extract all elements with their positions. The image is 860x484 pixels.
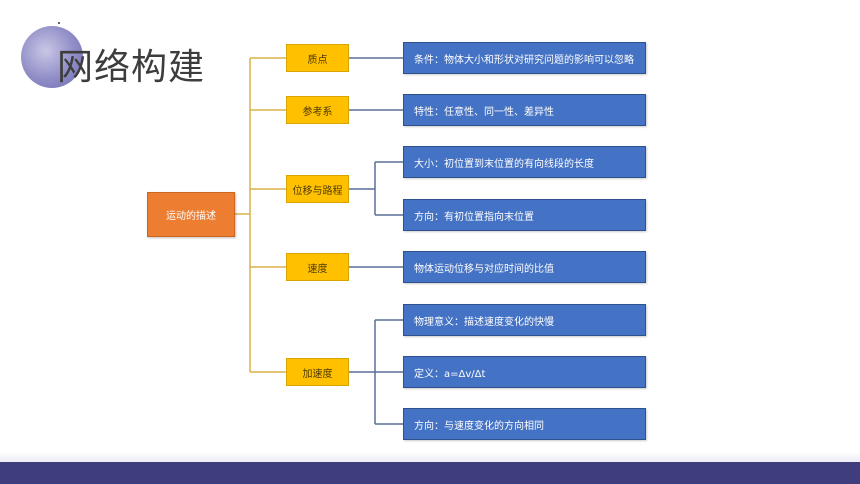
detail-node-sudu-definition: 物体运动位移与对应时间的比值	[403, 251, 646, 283]
detail-node-zhidian-condition: 条件：物体大小和形状对研究问题的影响可以忽略	[403, 42, 646, 74]
detail-node-weiyi-direction: 方向：有初位置指向末位置	[403, 199, 646, 231]
footer-shade	[0, 452, 860, 462]
detail-node-jiasudu-meaning: 物理意义：描述速度变化的快慢	[403, 304, 646, 336]
detail-node-jiasudu-direction: 方向：与速度变化的方向相同	[403, 408, 646, 440]
decoration-dot	[58, 22, 60, 24]
footer-bar	[0, 462, 860, 484]
branch-node-jiasudu: 加速度	[286, 358, 349, 386]
branch-node-cankaoxi: 参考系	[286, 96, 349, 124]
detail-node-jiasudu-definition: 定义：a=Δv/Δt	[403, 356, 646, 388]
title-decoration-circle	[21, 26, 83, 88]
root-node: 运动的描述	[147, 192, 235, 237]
branch-node-sudu: 速度	[286, 253, 349, 281]
detail-node-cankaoxi-property: 特性：任意性、同一性、差异性	[403, 94, 646, 126]
detail-node-weiyi-magnitude: 大小：初位置到末位置的有向线段的长度	[403, 146, 646, 178]
branch-node-weiyi: 位移与路程	[286, 175, 349, 203]
branch-node-zhidian: 质点	[286, 44, 349, 72]
page-title: 网络构建	[57, 47, 206, 88]
